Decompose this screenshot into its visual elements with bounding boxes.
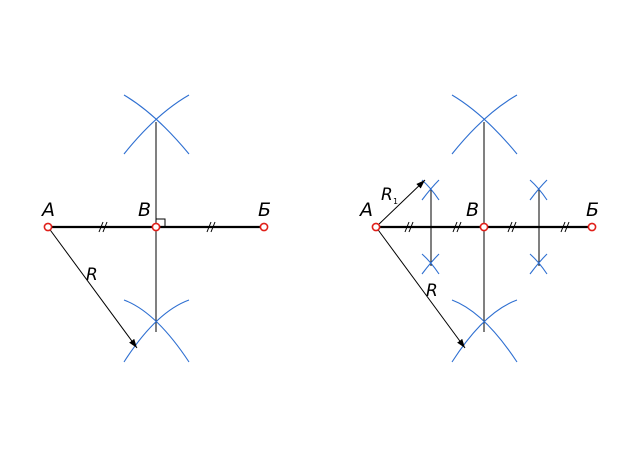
right-label-r: R <box>426 281 438 301</box>
left-arc-top-2 <box>123 94 190 155</box>
right-equal-marks <box>404 221 570 233</box>
left-equal-marks <box>98 221 216 233</box>
left-right-angle-mark <box>156 218 166 227</box>
right-label-r1-subscript: 1 <box>393 197 398 206</box>
right-small-arc-6 <box>529 179 548 201</box>
right-point-b <box>587 222 597 232</box>
left-figure: А В Б R <box>40 94 271 363</box>
left-arc-bottom-2 <box>123 299 190 363</box>
left-point-v <box>151 222 161 232</box>
right-label-a: А <box>358 199 373 221</box>
left-point-b <box>259 222 269 232</box>
right-label-b: Б <box>586 199 599 221</box>
right-figure: А В Б R R 1 <box>358 94 599 363</box>
left-point-a <box>43 222 53 232</box>
right-point-a <box>371 222 381 232</box>
right-point-v <box>479 222 489 232</box>
right-small-arc-2 <box>421 179 440 201</box>
right-small-arc-8 <box>529 253 548 275</box>
right-arc-top-2 <box>451 94 518 155</box>
left-label-r: R <box>86 265 98 285</box>
right-radius-arrow <box>375 226 466 349</box>
right-small-arc-4 <box>421 253 440 275</box>
left-label-a: А <box>40 199 55 221</box>
right-label-r1: R <box>381 185 393 205</box>
right-arc-bottom-2 <box>451 299 518 363</box>
left-label-b: Б <box>258 199 271 221</box>
left-radius-arrow <box>47 226 138 349</box>
right-label-v: В <box>466 199 479 221</box>
right-radius1-arrow <box>375 179 426 228</box>
left-label-v: В <box>138 199 151 221</box>
